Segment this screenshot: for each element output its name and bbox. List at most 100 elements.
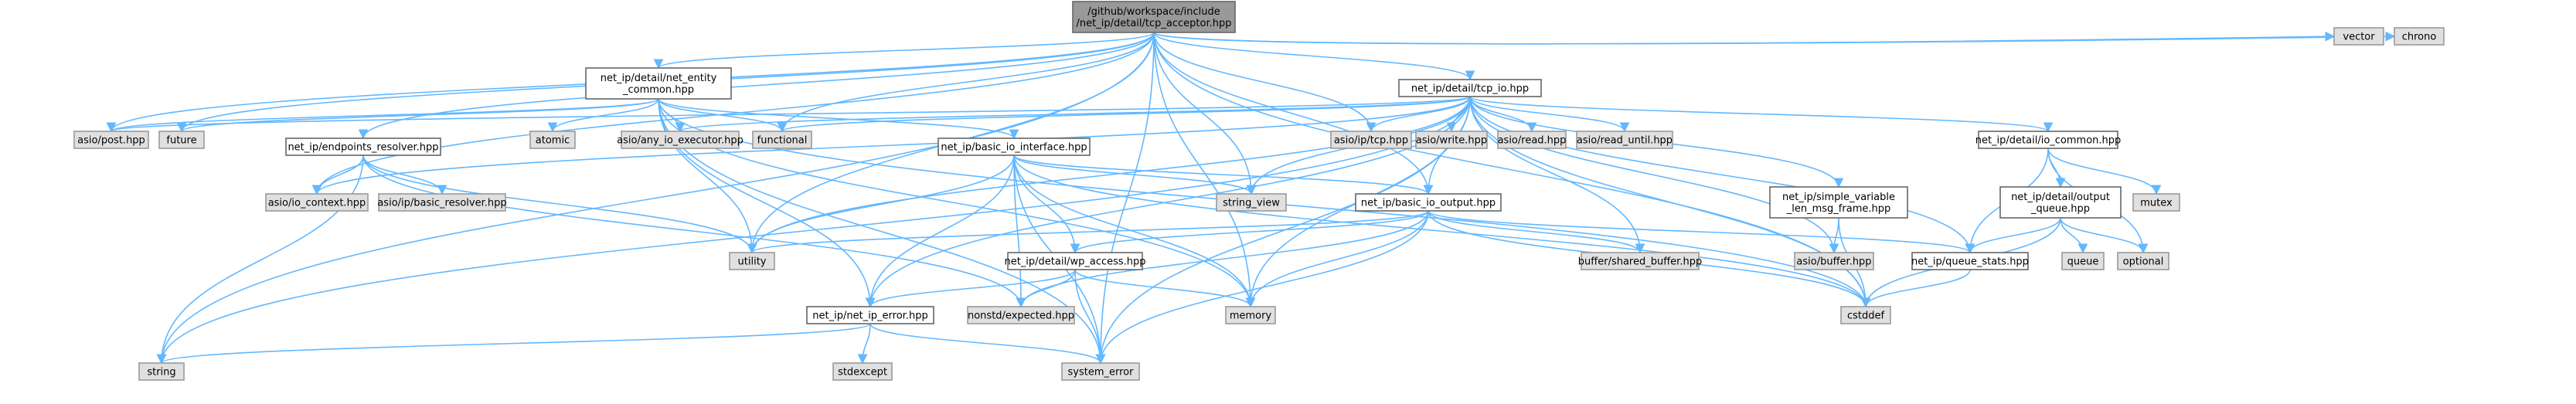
edge-root-to-endpoints_resolver [358,32,1155,140]
node-string-label-0: string [147,367,175,379]
node-asio-tcp: asio/ip/tcp.hpp [1330,131,1412,149]
node-expected: nonstd/expected.hpp [967,306,1075,324]
node-optional-label-0: optional [2123,256,2164,268]
node-queue-stats-box [1911,252,2029,270]
node-net-ip-error[interactable]: net_ip/net_ip_error.hpp [806,306,934,324]
node-endpoints-resolver-box [285,137,441,156]
edge-net_entity-to-utility [658,98,757,254]
edge-endpoints_resolver-to-expected [362,154,1026,308]
edge-net_entity-to-basic_io_interface [658,98,1019,140]
node-asio-read: asio/read.hpp [1497,131,1567,149]
node-basic-io-output-label-0: net_ip/basic_io_output.hpp [1361,198,1496,209]
node-queue-stats[interactable]: net_ip/queue_stats.hpp [1911,252,2029,270]
node-asio-tcp-label-0: asio/ip/tcp.hpp [1334,135,1408,147]
edge-net_entity-to-asio_post [106,98,659,133]
node-vector-box [2333,27,2384,46]
node-expected-box [967,306,1075,324]
edge-basic_io_output-to-memory [1245,210,1429,308]
node-wp-access-box [1007,252,1143,270]
node-io-common-box [1978,131,2118,149]
node-asio-write-label-0: asio/write.hpp [1416,135,1487,147]
node-expected-label-0: nonstd/expected.hpp [968,311,1074,322]
node-chrono-box [2394,27,2445,46]
node-asio-post-box [73,131,149,149]
node-basic-resolver: asio/ip/basic_resolver.hpp [377,193,507,212]
node-system-error-label-0: system_error [1068,367,1135,379]
node-shared-buffer-box [1581,252,1700,270]
node-simple-variable-box [1769,186,1908,219]
node-basic-io-interface[interactable]: net_ip/basic_io_interface.hpp [938,137,1091,156]
node-memory-box [1225,306,1276,324]
node-any-io-executor-box [621,131,740,149]
node-basic-resolver-label-0: asio/ip/basic_resolver.hpp [377,198,506,209]
node-endpoints-resolver-label-0: net_ip/endpoints_resolver.hpp [288,142,438,154]
edge-basic_io_output-to-wp_access [1070,210,1429,254]
node-string: string [138,362,185,381]
node-output-queue[interactable]: net_ip/detail/output_queue.hpp [1999,186,2122,219]
edge-tcp_io-to-asio_buffer [1469,96,1839,254]
edge-io_common-to-mutex [2047,148,2162,195]
node-tcp-io[interactable]: net_ip/detail/tcp_io.hpp [1398,79,1542,97]
edge-basic_io_interface-to-wp_access [1013,154,1080,254]
edge-basic_io_output-to-queue_stats [1428,210,1975,254]
node-any-io-executor: asio/any_io_executor.hpp [617,131,744,149]
node-asio-read-until-box [1576,131,1673,149]
node-stdexcept-box [832,362,893,381]
node-system-error: system_error [1061,362,1140,381]
edge-tcp_io-to-asio_post [107,96,1471,133]
node-asio-write: asio/write.hpp [1415,131,1488,149]
node-net-entity-label-1: _common.hpp [622,84,694,96]
node-basic-io-output[interactable]: net_ip/basic_io_output.hpp [1355,193,1502,212]
node-net-ip-error-box [806,306,934,324]
node-shared-buffer-label-0: buffer/shared_buffer.hpp [1578,256,1702,268]
node-io-common[interactable]: net_ip/detail/io_common.hpp [1975,131,2122,149]
node-memory-label-0: memory [1230,311,1272,322]
edge-tcp_io-to-queue_stats [1469,96,1975,254]
node-asio-post: asio/post.hpp [73,131,149,149]
node-net-ip-error-label-0: net_ip/net_ip_error.hpp [812,311,927,322]
node-string-view: string_view [1216,193,1287,212]
edge-wp_access-to-net_ip_error [865,269,1076,308]
node-wp-access-label-0: net_ip/detail/wp_access.hpp [1004,256,1145,268]
node-cstddef-box [1840,306,1891,324]
node-vector-label-0: vector [2343,32,2375,43]
node-io-context-box [265,193,369,212]
node-simple-variable[interactable]: net_ip/simple_variable_len_msg_frame.hpp [1769,186,1908,219]
node-basic-io-interface-label-0: net_ip/basic_io_interface.hpp [941,142,1087,154]
node-shared-buffer: buffer/shared_buffer.hpp [1578,252,1702,270]
node-asio-tcp-box [1330,131,1412,149]
edge-basic_io_output-to-shared_buffer [1428,210,1645,254]
node-stdexcept: stdexcept [832,362,893,381]
node-chrono-label-0: chrono [2402,32,2437,43]
node-utility-box [729,252,775,270]
node-net-entity-label-0: net_ip/detail/net_entity [601,73,717,84]
node-output-queue-label-1: _queue.hpp [2030,203,2090,215]
node-root-label-0: /github/workspace/include [1087,6,1220,18]
node-vector: vector [2333,27,2384,46]
edge-endpoints_resolver-to-io_context [311,154,364,195]
node-wp-access[interactable]: net_ip/detail/wp_access.hpp [1004,252,1146,270]
node-queue-label-0: queue [2067,256,2099,268]
node-functional: functional [752,131,812,149]
node-optional-box [2117,252,2169,270]
edge-output_queue-to-queue_stats [1965,217,2061,254]
node-root[interactable]: /github/workspace/include/net_ip/detail/… [1072,1,1236,33]
edge-root-to-chrono [1153,31,2396,45]
node-mutex-label-0: mutex [2140,198,2173,209]
node-net-entity[interactable]: net_ip/detail/net_entity_common.hpp [585,67,732,100]
node-basic-io-output-box [1355,193,1502,212]
edge-queue_stats-to-cstddef [1860,269,1971,308]
node-endpoints-resolver[interactable]: net_ip/endpoints_resolver.hpp [285,137,441,156]
node-asio-write-box [1415,131,1488,149]
node-queue-box [2061,252,2105,270]
edge-net_entity-to-atomic [547,98,659,133]
edge-basic_io_interface-to-basic_io_output [1013,154,1434,195]
node-atomic: atomic [529,131,576,149]
node-io-common-label-0: net_ip/detail/io_common.hpp [1975,135,2122,147]
node-basic-io-interface-box [938,137,1091,156]
node-basic-resolver-box [378,193,506,212]
node-mutex-box [2132,193,2180,212]
node-root-box [1072,1,1236,33]
node-string-box [138,362,185,381]
